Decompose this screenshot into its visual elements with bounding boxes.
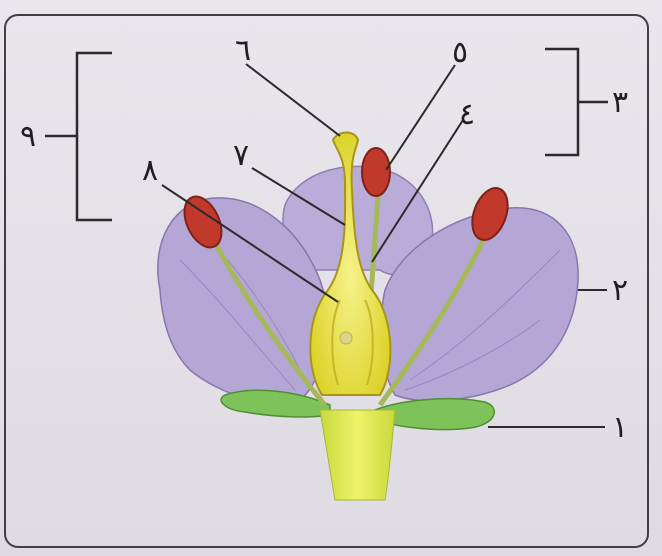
label-eight: ٨ — [142, 153, 158, 188]
label-four: ٤ — [459, 97, 475, 132]
label-three: ٣ — [612, 85, 628, 120]
label-seven: ٧ — [233, 138, 249, 173]
label-one: ١ — [612, 410, 628, 445]
anther-center — [362, 148, 390, 196]
stem — [320, 410, 395, 500]
ovule — [340, 332, 352, 344]
label-five: ٥ — [452, 35, 468, 70]
label-two: ٢ — [612, 273, 628, 308]
label-nine: ٩ — [20, 119, 36, 154]
label-six: ٦ — [235, 33, 251, 68]
bracket-left — [45, 53, 112, 220]
bracket-right — [545, 49, 608, 155]
